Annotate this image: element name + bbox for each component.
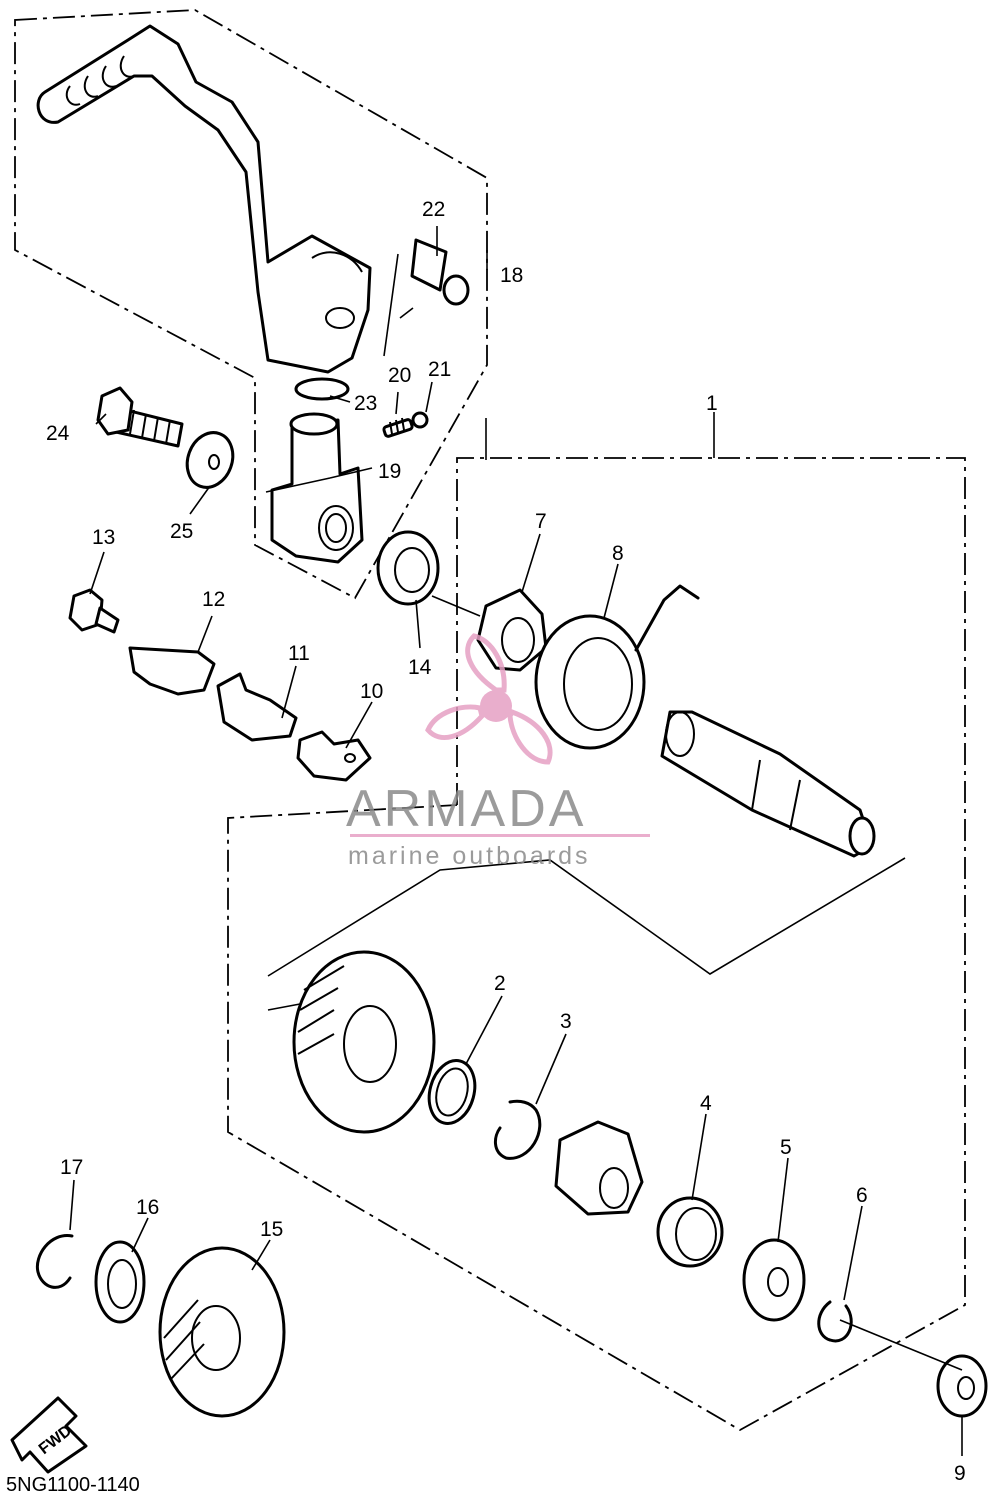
ratchet-wheel[interactable]	[554, 1120, 644, 1216]
callout-25: 25	[170, 520, 193, 543]
watermark-tagline: marine outboards	[348, 842, 591, 870]
kick-idle-gear-15[interactable]	[158, 1246, 286, 1418]
callout-8: 8	[612, 542, 624, 565]
ball-21[interactable]	[411, 411, 429, 429]
callout-12: 12	[202, 588, 225, 611]
diagram-code: 5NG1100-1140	[6, 1474, 140, 1496]
callout-6: 6	[856, 1184, 868, 1207]
callout-labels: 1 2 3 4 5 6 7 8 9 10 11 12 13 14 15 16 1…	[46, 198, 966, 1485]
circlip-6[interactable]	[817, 1300, 853, 1343]
callout-11: 11	[288, 642, 310, 665]
clip-7[interactable]	[476, 588, 548, 672]
plate-11[interactable]	[216, 672, 298, 742]
washer-2[interactable]	[422, 1055, 481, 1128]
callout-3: 3	[560, 1010, 572, 1033]
leader-lines	[69, 226, 963, 1456]
callout-19: 19	[378, 460, 401, 483]
callout-7: 7	[535, 510, 547, 533]
bolt-13[interactable]	[68, 588, 120, 634]
guide-10[interactable]	[296, 730, 372, 782]
callout-18: 18	[500, 264, 523, 287]
spring-20[interactable]	[382, 417, 414, 438]
callout-2: 2	[494, 972, 506, 995]
kick-boss-19[interactable]	[270, 412, 364, 564]
callout-1: 1	[706, 392, 718, 415]
callout-9: 9	[954, 1462, 966, 1485]
armada-watermark: ARMADA marine outboards	[346, 633, 650, 870]
kick-crank-lever[interactable]	[36, 24, 372, 374]
callout-13: 13	[92, 526, 115, 549]
callout-22: 22	[422, 198, 445, 221]
callout-23: 23	[354, 392, 377, 415]
callout-16: 16	[136, 1196, 159, 1219]
watermark-brand: ARMADA	[346, 780, 586, 838]
callout-10: 10	[360, 680, 383, 703]
bolt-22[interactable]	[410, 238, 470, 306]
callout-21: 21	[428, 358, 451, 381]
propeller-logo-icon	[425, 633, 553, 765]
callout-4: 4	[700, 1092, 712, 1115]
callout-17: 17	[60, 1156, 83, 1179]
circlip-17[interactable]	[35, 1234, 74, 1289]
torsion-spring-8[interactable]	[534, 584, 700, 750]
kick-shaft-group-outline	[227, 457, 966, 1432]
compression-spring-4[interactable]	[656, 1196, 724, 1268]
callout-20: 20	[388, 364, 411, 387]
washer-9[interactable]	[936, 1354, 988, 1418]
fwd-arrow-icon	[10, 1396, 88, 1474]
callout-5: 5	[780, 1136, 792, 1159]
oil-seal-14[interactable]	[376, 530, 440, 606]
washer-5[interactable]	[742, 1238, 806, 1322]
plate-12[interactable]	[128, 646, 216, 696]
callout-15: 15	[260, 1218, 283, 1241]
callout-14: 14	[408, 656, 432, 679]
circlip-3[interactable]	[494, 1099, 542, 1160]
kick-shaft[interactable]	[660, 710, 876, 858]
bolt-24[interactable]	[96, 386, 184, 448]
washer-25[interactable]	[180, 426, 240, 494]
callout-24: 24	[46, 422, 70, 445]
o-ring-23[interactable]	[294, 377, 350, 401]
watermark-rule	[350, 834, 650, 837]
kick-gear[interactable]	[292, 950, 436, 1134]
kick-crank-group-outline	[14, 9, 488, 600]
washer-16[interactable]	[94, 1240, 146, 1324]
